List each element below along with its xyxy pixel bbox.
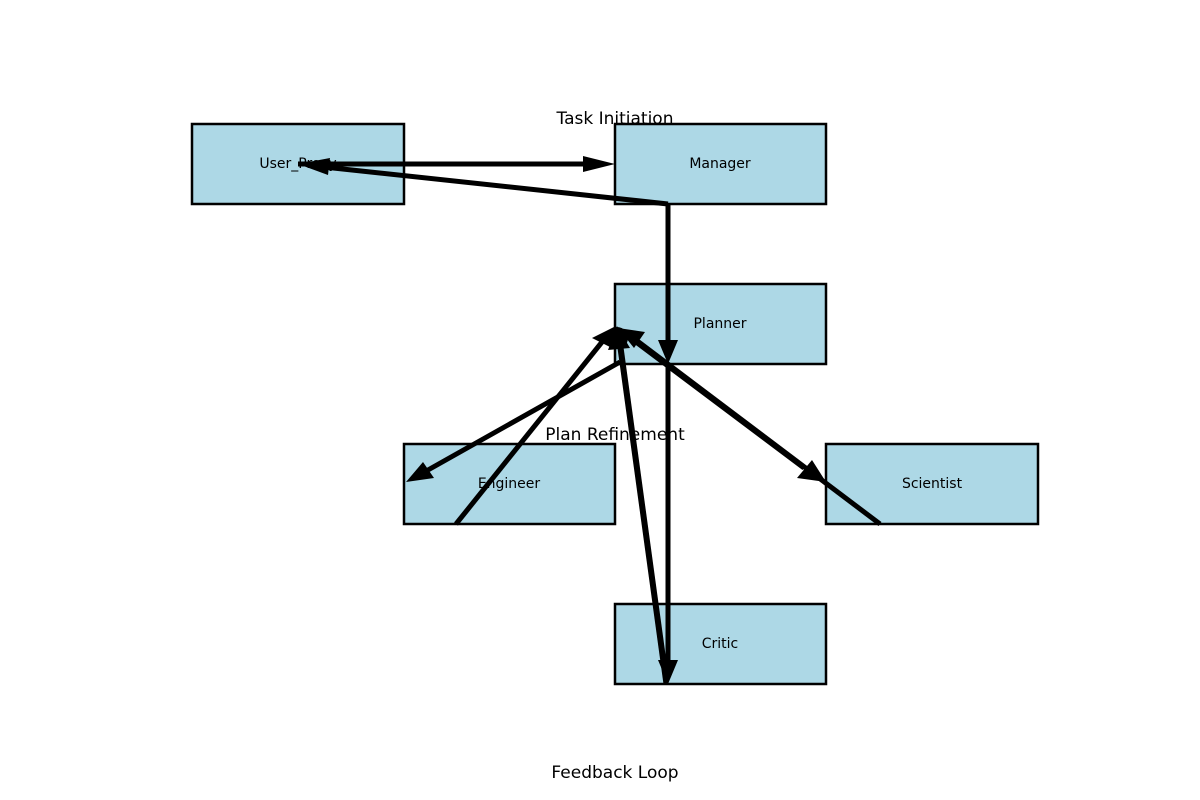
node-critic: Critic xyxy=(613,602,828,686)
edge-manager-to-user-proxy xyxy=(298,158,669,207)
label-task-initiation: Task Initiation xyxy=(556,109,674,129)
edge-manager-to-planner xyxy=(658,204,678,364)
node-critic-box xyxy=(613,602,828,686)
label-plan-refinement: Plan Refinement xyxy=(545,425,685,445)
node-critic-label: Critic xyxy=(702,636,739,652)
edge-planner-to-critic xyxy=(617,339,667,663)
node-planner-label: Planner xyxy=(693,316,746,332)
edge-planner-to-engineer xyxy=(406,359,622,482)
node-scientist-label: Scientist xyxy=(902,476,963,492)
node-scientist: Scientist xyxy=(824,442,1040,526)
planner-junction-dot xyxy=(606,327,628,349)
node-manager-label: Manager xyxy=(689,156,751,172)
label-feedback-loop: Feedback Loop xyxy=(551,763,678,783)
edge-user-proxy-to-manager xyxy=(298,156,615,172)
node-manager-box xyxy=(613,122,828,206)
node-manager: Manager xyxy=(613,122,828,206)
